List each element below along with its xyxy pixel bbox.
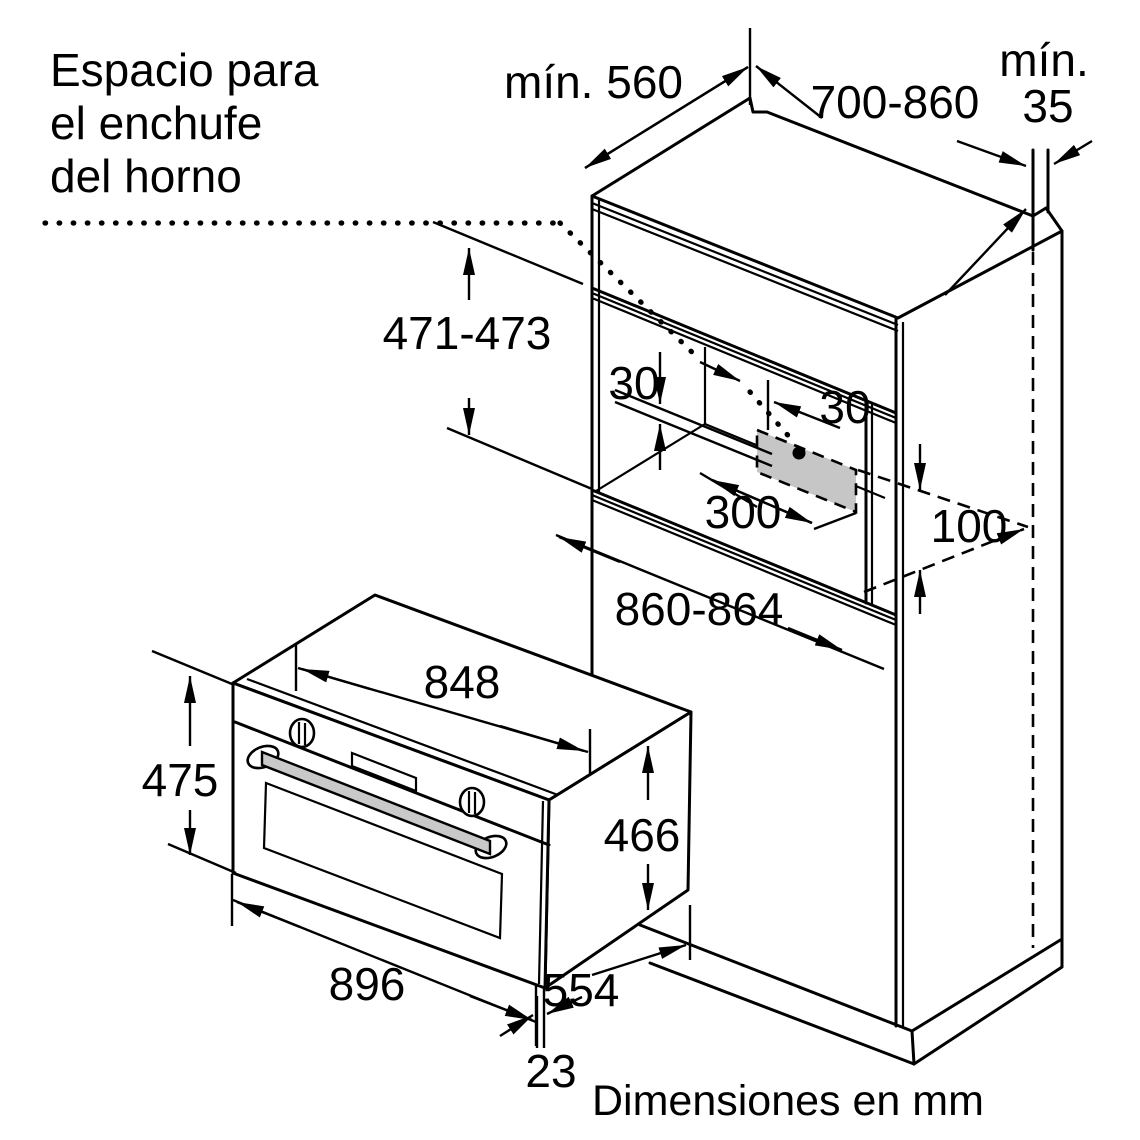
oven-knob-right: [458, 786, 486, 818]
dim-wall-gap-value-label: 35: [1022, 80, 1073, 132]
dim-worktop-height-label: 860-864: [615, 583, 784, 635]
dim-outlet-height-label: 100: [931, 500, 1008, 552]
dim-vent-offset-top-label: 30: [608, 357, 659, 409]
dim-oven-width-label: 896: [329, 958, 406, 1010]
dim-cabinet-depth-label: mín. 560: [504, 56, 683, 108]
plug-note-line3: del horno: [50, 150, 242, 202]
dim-niche-height-label: 471-473: [383, 307, 552, 359]
cabinet-drawing: [590, 96, 1064, 1066]
dim-oven-body-height-label: 466: [604, 809, 681, 861]
oven-dimension-lines: [151, 645, 692, 1048]
plug-note-line1: Espacio para: [50, 44, 319, 96]
dim-outlet-offset-side-label: 30: [819, 381, 870, 433]
labels: Espacio para el enchufe del horno mín. 5…: [50, 34, 1089, 1125]
units-footer: Dimensiones en mm: [592, 1077, 984, 1125]
dim-wall-gap-min-label: mín.: [999, 34, 1088, 86]
cabinet-dimension-lines: [432, 28, 1093, 671]
dim-cabinet-height-label: 700-860: [811, 76, 980, 128]
dim-door-thickness-label: 23: [525, 1045, 576, 1097]
plug-note-line2: el enchufe: [50, 97, 262, 149]
oven-handle: [246, 744, 508, 860]
outlet-position-dot: [792, 446, 806, 460]
oven-knob-left: [288, 717, 316, 749]
dim-oven-front-height-label: 475: [142, 754, 219, 806]
dim-oven-depth-label: 554: [543, 964, 620, 1016]
plug-leader-dotted-line: [42, 220, 795, 443]
dim-outlet-width-label: 300: [705, 486, 782, 538]
oven-display: [350, 751, 418, 793]
oven-drawing: [231, 593, 693, 990]
outlet-area: [755, 428, 858, 514]
dim-oven-cutout-width-label: 848: [424, 656, 501, 708]
